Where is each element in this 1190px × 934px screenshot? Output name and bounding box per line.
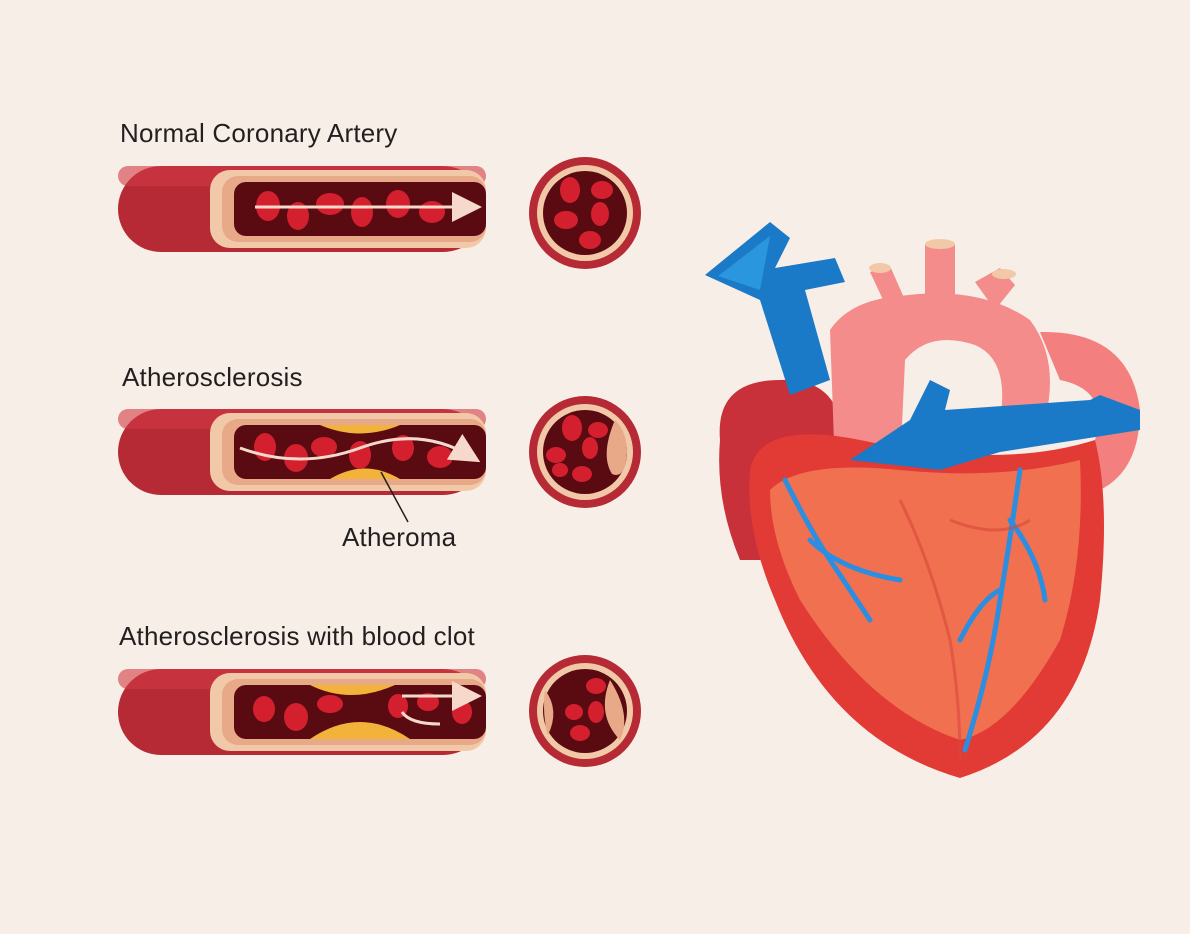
clot-vessel <box>118 669 486 755</box>
atherosclerosis-vessel <box>118 409 486 523</box>
atherosclerosis-cross-section <box>529 396 641 508</box>
atheroma-pointer <box>380 471 409 523</box>
normal-artery-label: Normal Coronary Artery <box>120 118 398 148</box>
clot-cross-section <box>529 655 641 767</box>
atheroma-label: Atheroma <box>342 522 457 552</box>
clot-label: Atherosclerosis with blood clot <box>119 621 475 651</box>
normal-artery-vessel <box>118 166 486 252</box>
plaque-top <box>320 425 400 434</box>
heart <box>705 222 1140 778</box>
plaque-bottom <box>330 468 400 479</box>
atherosclerosis-label: Atherosclerosis <box>122 362 303 392</box>
normal-cross-section <box>529 157 641 269</box>
